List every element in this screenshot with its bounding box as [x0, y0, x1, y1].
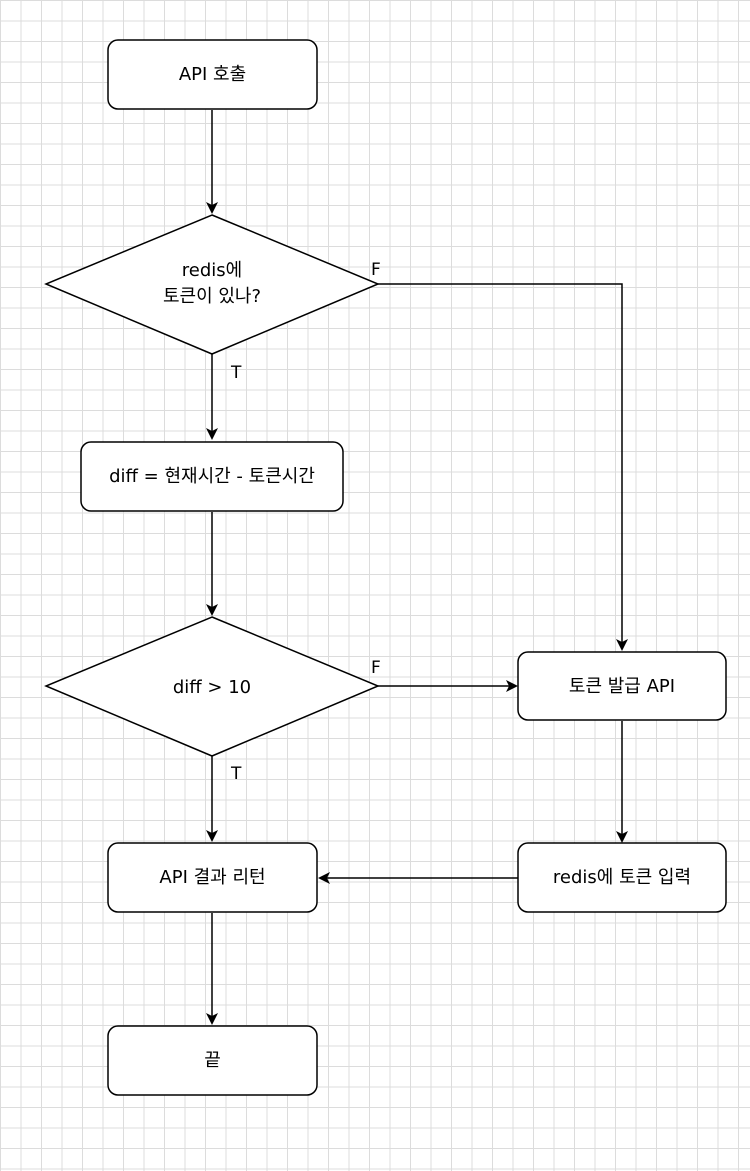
diff-check-true-label: T: [230, 764, 242, 784]
diff-check-false-label: F: [371, 658, 381, 678]
node-token-issue: 토큰 발급 API: [517, 651, 727, 721]
node-api-call: API 호출: [107, 39, 318, 110]
node-diff-check: diff > 10: [44, 616, 380, 757]
edge-redis-check-to-token-issue: [378, 283, 628, 651]
node-api-return-label: API 결과 리턴: [159, 867, 265, 888]
node-token-issue-label: 토큰 발급 API: [569, 676, 675, 697]
node-redis-store: redis에 토큰 입력: [517, 842, 727, 913]
node-api-return: API 결과 리턴: [107, 842, 318, 913]
node-api-call-label: API 호출: [179, 64, 246, 85]
redis-check-true-label: T: [230, 363, 242, 383]
node-diff-calc-label: diff = 현재시간 - 토큰시간: [109, 466, 315, 487]
node-redis-check: redis에 토큰이 있나?: [44, 214, 380, 355]
node-redis-check-label-line1: redis에: [182, 260, 242, 281]
node-redis-store-label: redis에 토큰 입력: [553, 867, 691, 888]
node-end: 끝: [107, 1025, 318, 1096]
edge-labels: F T F T: [230, 260, 381, 784]
node-diff-check-label: diff > 10: [173, 677, 251, 698]
node-end-label: 끝: [204, 1050, 221, 1071]
node-diff-calc: diff = 현재시간 - 토큰시간: [80, 441, 344, 512]
edges: [206, 110, 628, 1025]
redis-check-false-label: F: [371, 260, 381, 280]
node-redis-check-label-line2: 토큰이 있나?: [163, 286, 261, 307]
